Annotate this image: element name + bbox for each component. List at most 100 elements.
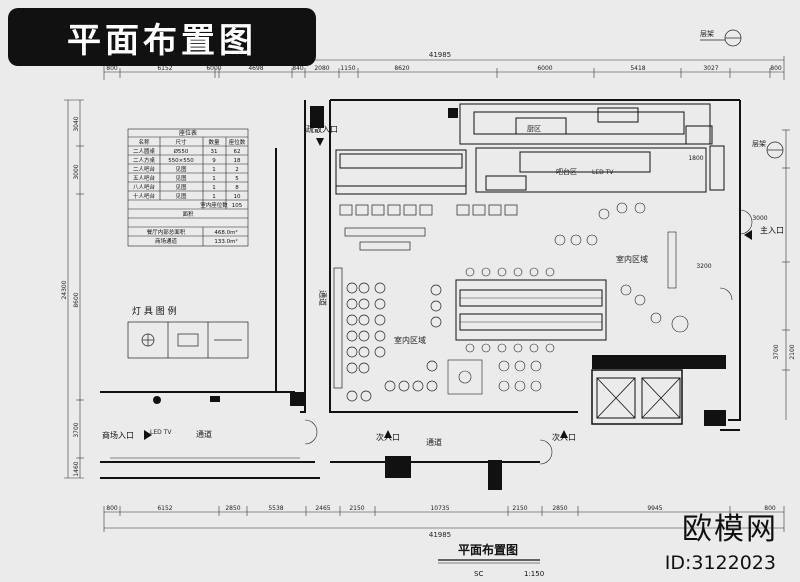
area-row-0-value: 468.0m² bbox=[214, 229, 237, 236]
seat-row-5-size: 见图 bbox=[175, 192, 187, 200]
entrance-arrows bbox=[144, 138, 752, 440]
section-marker-top-label: 层架 bbox=[700, 30, 714, 38]
top-dim-3: 4698 bbox=[248, 65, 263, 72]
bottom-dim-7: 2150 bbox=[512, 505, 527, 512]
top-dim-5: 2080 bbox=[314, 65, 329, 72]
columns bbox=[290, 106, 502, 490]
central-counter bbox=[455, 279, 607, 341]
right-dim-2: 3200 bbox=[696, 263, 711, 270]
main-entrance-label: 主入口 bbox=[760, 225, 784, 235]
seat-row-0-name: 二人圆桌 bbox=[133, 147, 156, 155]
seat-row-4-size: 见图 bbox=[175, 183, 187, 191]
bar-label: 吧台区 bbox=[556, 167, 577, 176]
top-segment-dims: 800 6152 6000 4698 840 2080 1150 8620 60… bbox=[106, 65, 782, 72]
area-title: 面积 bbox=[182, 211, 194, 218]
area-row-1-value: 133.0m² bbox=[214, 238, 237, 245]
bottom-dim-9: 9945 bbox=[647, 505, 662, 512]
right-dim-3: 3700 bbox=[773, 344, 780, 359]
left-total-dim: 24300 bbox=[61, 280, 68, 299]
central-seats bbox=[447, 267, 555, 395]
plan-caption: 平面布置图 bbox=[458, 542, 518, 557]
bottom-dim-8: 2850 bbox=[552, 505, 567, 512]
area-row-0-name: 餐厅内部总面积 bbox=[147, 228, 186, 236]
seat-table-header-1: 尺寸 bbox=[175, 138, 187, 146]
seat-table-header-0: 名称 bbox=[138, 138, 150, 146]
lamp-legend-box bbox=[127, 321, 249, 359]
seat-row-0-seats: 62 bbox=[234, 149, 241, 155]
corridor-fixtures bbox=[110, 396, 300, 459]
indoor-area-left-label: 室内区域 bbox=[394, 335, 426, 345]
bottom-dim-10: 800 bbox=[764, 505, 776, 512]
page-title: 平面布置图 bbox=[8, 8, 316, 66]
corridor-bottom-left-label: 通道 bbox=[196, 429, 212, 439]
bar-stools bbox=[339, 204, 518, 251]
seat-row-1-qty: 9 bbox=[212, 158, 216, 164]
top-dim-0: 800 bbox=[106, 65, 118, 72]
seat-row-5-seats: 10 bbox=[234, 194, 241, 200]
door-swings bbox=[304, 209, 753, 465]
section-marker-right bbox=[766, 141, 784, 159]
seat-row-5-qty: 1 bbox=[212, 194, 216, 200]
top-dim-11: 800 bbox=[770, 65, 782, 72]
corridor-bottom-mid-label: 通道 bbox=[426, 437, 442, 447]
seat-row-4-seats: 8 bbox=[235, 185, 239, 191]
seat-row-1-name: 二人方桌 bbox=[133, 156, 156, 164]
left-dining bbox=[333, 267, 442, 402]
section-marker-right-label: 层架 bbox=[752, 140, 766, 148]
seat-row-3-size: 见图 bbox=[175, 174, 187, 182]
bottom-dim-0: 800 bbox=[106, 505, 118, 512]
seat-row-2-size: 见图 bbox=[175, 165, 187, 173]
seat-row-3-name: 五人吧台 bbox=[133, 174, 156, 182]
seat-total-label: 室内座位数 bbox=[200, 201, 228, 209]
right-dimensions bbox=[782, 129, 790, 420]
seat-row-1-size: 550×550 bbox=[168, 158, 194, 164]
seat-row-4-name: 八人吧台 bbox=[133, 183, 156, 191]
bar-block bbox=[335, 147, 707, 195]
seat-row-3-seats: 5 bbox=[235, 176, 239, 182]
left-dim-4: 1460 bbox=[73, 461, 80, 476]
corridor-left-label: 通道 bbox=[318, 290, 328, 306]
right-dim-1: 3000 bbox=[752, 215, 767, 222]
scale-prefix: SC bbox=[474, 570, 483, 578]
sub-entrance-1-label: 次入口 bbox=[376, 432, 400, 442]
seat-row-2-seats: 2 bbox=[235, 167, 239, 173]
seat-total-value: 105 bbox=[232, 203, 243, 209]
mall-entrance-label: 商场入口 bbox=[102, 430, 134, 440]
seat-row-0-size: Ø550 bbox=[174, 148, 189, 155]
right-segment-dims: 1800 3000 3200 3700 2100 bbox=[688, 155, 796, 360]
left-dim-0: 3040 bbox=[73, 116, 80, 131]
kitchen-label: 厨区 bbox=[527, 125, 541, 133]
bottom-dim-3: 5538 bbox=[268, 505, 283, 512]
left-dim-2: 8600 bbox=[73, 292, 80, 307]
brand-logo-text: 欧模网 bbox=[682, 512, 778, 547]
seat-row-1-seats: 18 bbox=[234, 158, 241, 164]
seat-row-0-qty: 31 bbox=[211, 149, 218, 155]
section-marker-top bbox=[700, 29, 742, 47]
bottom-dim-4: 2465 bbox=[315, 505, 330, 512]
top-dim-2: 6000 bbox=[206, 65, 221, 72]
bottom-segment-dims: 800 6152 2850 5538 2465 2150 10735 2150 … bbox=[106, 505, 776, 512]
led-tv-top-label: LED TV bbox=[592, 169, 614, 176]
seat-table-header-3: 座位数 bbox=[229, 138, 246, 146]
left-dim-1: 3000 bbox=[73, 164, 80, 179]
bottom-total-dim: 41985 bbox=[429, 531, 451, 539]
sub-entrance-2-label: 次入口 bbox=[552, 432, 576, 442]
right-dim-4: 2100 bbox=[789, 344, 796, 359]
top-dim-8: 6000 bbox=[537, 65, 552, 72]
seat-row-2-qty: 1 bbox=[212, 167, 216, 173]
lamp-legend-title: 灯 具 图 例 bbox=[132, 305, 177, 317]
left-segment-dims: 3040 3000 8600 3700 1460 24300 bbox=[61, 116, 80, 476]
top-dim-1: 6152 bbox=[157, 65, 172, 72]
top-dim-9: 5418 bbox=[630, 65, 645, 72]
seat-table-headers: 名称 尺寸 数量 座位数 bbox=[138, 138, 245, 146]
left-dimensions bbox=[64, 99, 84, 479]
bottom-dim-6: 10735 bbox=[430, 505, 449, 512]
outer-walls bbox=[100, 99, 741, 479]
seat-row-5-name: 十人吧台 bbox=[133, 192, 156, 200]
seat-table-grid bbox=[127, 128, 249, 247]
right-dim-0: 1800 bbox=[688, 155, 703, 162]
top-dim-4: 840 bbox=[292, 65, 304, 72]
seat-row-2-name: 二人吧台 bbox=[133, 165, 156, 173]
kitchen-block bbox=[459, 103, 725, 191]
